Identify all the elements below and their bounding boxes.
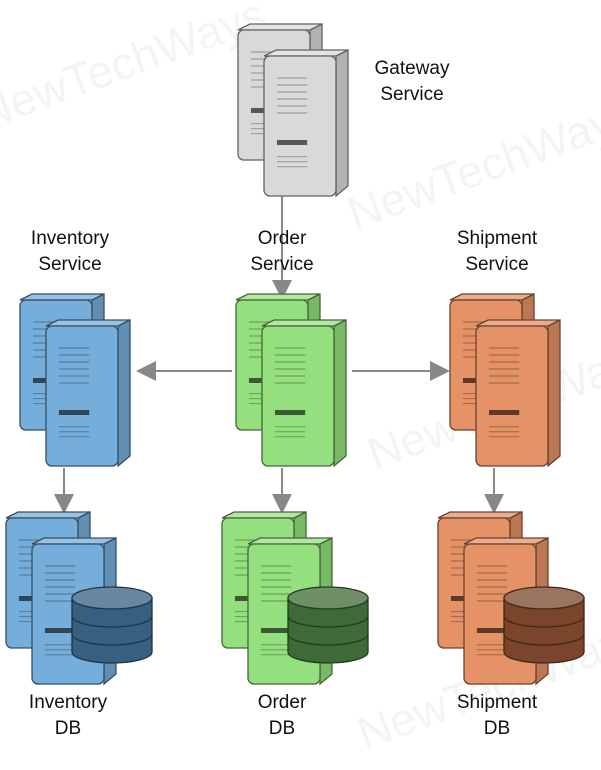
gateway-server-icon	[237, 22, 349, 198]
order-server-icon	[235, 292, 347, 468]
database-cylinder-icon	[503, 586, 585, 664]
database-cylinder-icon	[287, 586, 369, 664]
order-db-icon	[221, 510, 369, 686]
database-cylinder-icon	[71, 586, 153, 664]
inventory-server-icon	[19, 292, 131, 468]
shipment-server-icon	[449, 292, 561, 468]
inventory-db-icon	[5, 510, 153, 686]
shipment-db-icon	[437, 510, 585, 686]
